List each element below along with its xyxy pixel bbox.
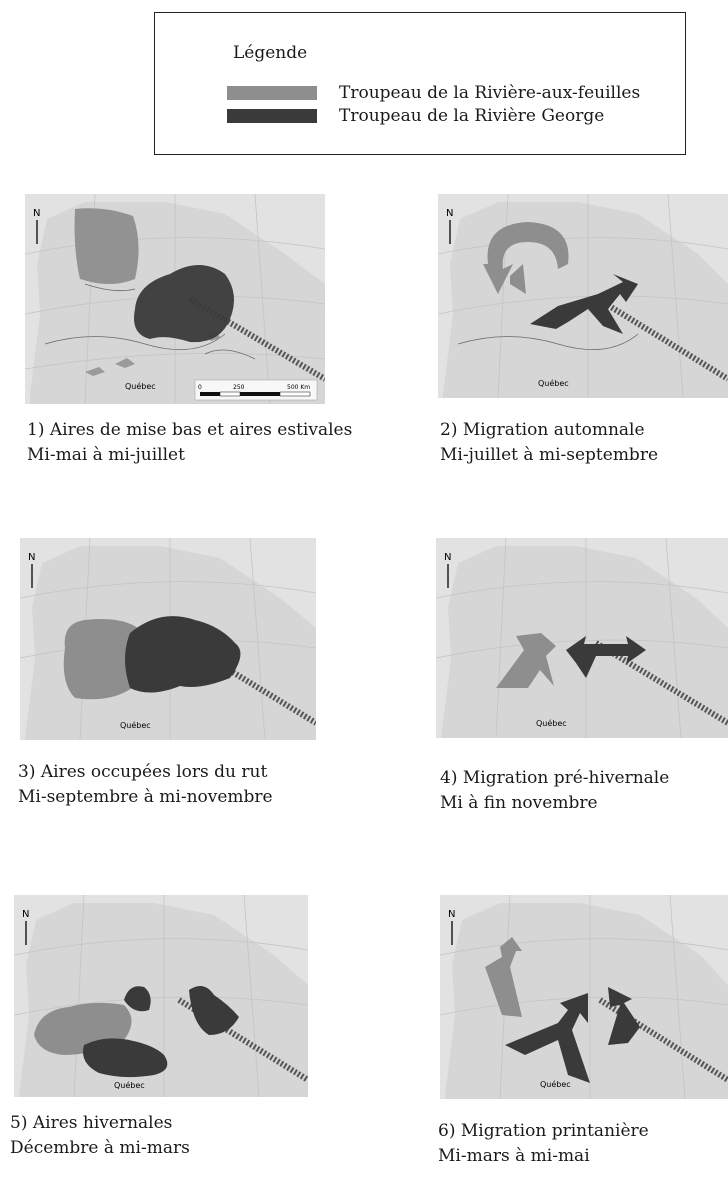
caption-1-period: Mi-mai à mi-juillet [27, 445, 185, 465]
map-5: N Québec [14, 895, 308, 1097]
caption-5-period: Décembre à mi-mars [10, 1138, 190, 1158]
caption-1: 1) Aires de mise bas et aires estivales … [27, 418, 352, 468]
map-5-province-label: Québec [114, 1080, 145, 1090]
map-4: N Québec [436, 538, 728, 738]
map-5-north-label: N [22, 909, 29, 920]
map-1-north-label: N [33, 208, 40, 219]
caption-4-title: 4) Migration pré-hivernale [440, 768, 670, 788]
map-3-svg: N Québec [20, 538, 316, 740]
map-3-province-label: Québec [120, 720, 151, 730]
caption-1-title: 1) Aires de mise bas et aires estivales [27, 420, 353, 440]
map-1-scale-500: 500 Km [287, 384, 310, 391]
map-5-svg: N Québec [14, 895, 308, 1097]
map-1-scale-0: 0 [198, 384, 202, 391]
legend-box: Légende Troupeau de la Rivière-aux-feuil… [154, 12, 686, 155]
map-1-svg: N Québec 0 250 500 Km [25, 194, 325, 404]
legend-label-riviere-george: Troupeau de la Rivière George [339, 106, 605, 126]
map-1-scale-250: 250 [233, 384, 245, 391]
map-3: N Québec [20, 538, 316, 740]
map-2-province-label: Québec [538, 378, 569, 388]
map-2-north-label: N [446, 208, 453, 219]
map-3-north-label: N [28, 552, 35, 563]
map-6: N Québec [440, 895, 728, 1099]
map-1-province-label: Québec [125, 381, 156, 391]
legend-label-riviere-aux-feuilles: Troupeau de la Rivière-aux-feuilles [339, 83, 641, 103]
legend-item-riviere-george: Troupeau de la Rivière George [227, 106, 604, 126]
legend-swatch-dark [227, 109, 317, 123]
caption-4: 4) Migration pré-hivernale Mi à fin nove… [440, 766, 669, 816]
map-2: N Québec [438, 194, 728, 398]
caption-6: 6) Migration printanière Mi-mars à mi-ma… [438, 1119, 649, 1169]
caption-5-title: 5) Aires hivernales [10, 1113, 173, 1133]
map-6-svg: N Québec [440, 895, 728, 1099]
legend-title: Légende [233, 43, 308, 63]
map-2-svg: N Québec [438, 194, 728, 398]
caption-3-period: Mi-septembre à mi-novembre [18, 787, 273, 807]
legend-swatch-light [227, 86, 317, 100]
map-6-province-label: Québec [540, 1079, 571, 1089]
caption-6-period: Mi-mars à mi-mai [438, 1146, 590, 1166]
map-1: N Québec 0 250 500 Km [25, 194, 325, 404]
caption-3: 3) Aires occupées lors du rut Mi-septemb… [18, 760, 273, 810]
caption-4-period: Mi à fin novembre [440, 793, 598, 813]
caption-2-title: 2) Migration automnale [440, 420, 645, 440]
caption-5: 5) Aires hivernales Décembre à mi-mars [10, 1111, 190, 1161]
map-4-province-label: Québec [536, 718, 567, 728]
caption-3-title: 3) Aires occupées lors du rut [18, 762, 268, 782]
map-6-north-label: N [448, 909, 455, 920]
caption-2: 2) Migration automnale Mi-juillet à mi-s… [440, 418, 658, 468]
caption-2-period: Mi-juillet à mi-septembre [440, 445, 659, 465]
caption-6-title: 6) Migration printanière [438, 1121, 649, 1141]
legend-item-riviere-aux-feuilles: Troupeau de la Rivière-aux-feuilles [227, 83, 640, 103]
map-4-north-label: N [444, 552, 451, 563]
map-4-svg: N Québec [436, 538, 728, 738]
